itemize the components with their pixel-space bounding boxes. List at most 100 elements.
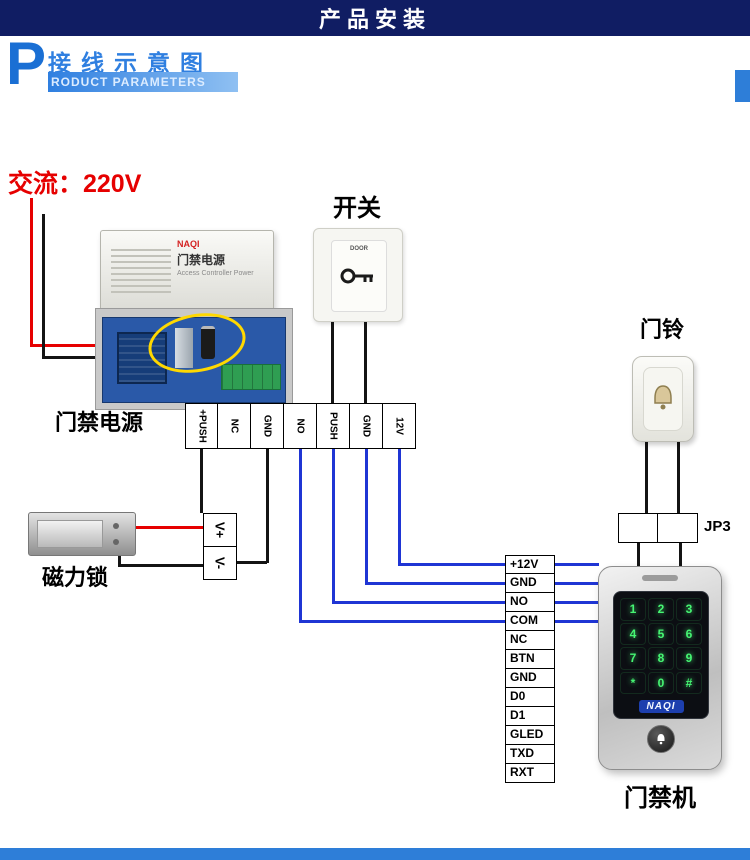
key-icon — [340, 268, 373, 284]
keypad-brand-badge: NAQI — [614, 696, 708, 714]
strip-row: TXD — [505, 745, 555, 764]
strip-row: +12V — [505, 555, 555, 574]
keypad-panel: 1 2 3 4 5 6 7 8 9 * 0 # NAQI — [613, 591, 709, 719]
wire-lock-red — [128, 526, 204, 529]
wire-no-v — [299, 449, 302, 623]
wire-gnd2-h — [365, 582, 505, 585]
access-keypad: 1 2 3 4 5 6 7 8 9 * 0 # NAQI — [598, 566, 722, 770]
v-plus-label: V+ — [212, 521, 228, 539]
power-supply-label: 门禁电源 — [55, 410, 144, 435]
lock-plate — [37, 520, 103, 548]
doorbell-inner — [643, 367, 683, 431]
wire-ac-black-h — [42, 356, 100, 359]
terminal-label: NO — [294, 418, 306, 434]
terminal-label: GND — [360, 414, 372, 438]
wire-bell-right — [677, 438, 680, 514]
section-subtitle: RODUCT PARAMETERS — [51, 75, 206, 89]
terminal-cell: PUSH — [317, 403, 350, 449]
wire-push2-v — [332, 449, 335, 604]
strip-row: NO — [505, 593, 555, 612]
keypad-label: 门禁机 — [624, 785, 696, 812]
wire-jp3-right — [679, 542, 682, 568]
bell-icon — [657, 734, 665, 745]
wire-push2-h — [332, 601, 505, 604]
psu-vents — [111, 249, 171, 295]
wire-12v-h — [398, 563, 505, 566]
magnetic-lock — [28, 512, 136, 556]
keypad-key-grid: 1 2 3 4 5 6 7 8 9 * 0 # — [619, 597, 703, 695]
keypad-key: 9 — [676, 647, 702, 670]
keypad-key: 2 — [648, 598, 674, 621]
keypad-key: 3 — [676, 598, 702, 621]
jp3-pin-right — [658, 513, 698, 543]
terminal-cell: GND — [350, 403, 383, 449]
psu-box-title: 门禁电源 — [177, 253, 226, 267]
psu-brand: NAQI — [177, 239, 200, 249]
switch-inner-plate: DOOR — [331, 240, 387, 312]
keypad-key: 7 — [620, 647, 646, 670]
lock-screw — [113, 539, 119, 545]
section-title: 接线示意图 — [48, 50, 213, 76]
wire-strip-keypad-4 — [553, 620, 599, 623]
ac-voltage-label: 交流：220V — [8, 170, 142, 198]
power-supply-box: NAQI 门禁电源 Access Controller Power — [100, 230, 274, 312]
psu-capacitor — [201, 326, 215, 359]
wire-strip-keypad-2 — [553, 582, 599, 585]
wire-lock-black-v — [118, 550, 121, 566]
strip-row: GND — [505, 669, 555, 688]
strip-row: NC — [505, 631, 555, 650]
terminal-cell: 12V — [383, 403, 416, 449]
psu-terminal-block — [221, 364, 281, 390]
keypad-key: 1 — [620, 598, 646, 621]
doorbell — [632, 356, 694, 442]
wire-switch-left — [331, 318, 334, 405]
wire-no-h — [299, 620, 505, 623]
keypad-key: 0 — [648, 671, 674, 694]
magnetic-lock-label: 磁力锁 — [42, 565, 109, 590]
terminal-cell: +PUSH — [185, 403, 218, 449]
wire-gnd2-v — [365, 449, 368, 585]
v-plus-terminal: V+ — [203, 513, 237, 547]
keypad-key: * — [620, 671, 646, 694]
psu-box-subtitle: Access Controller Power — [177, 270, 254, 277]
footer-accent-bar — [0, 848, 750, 860]
switch-label: 开关 — [333, 195, 381, 222]
keypad-speaker-slot — [642, 575, 678, 581]
wire-push-to-vplus — [200, 449, 203, 513]
strip-row: RXT — [505, 764, 555, 783]
lock-screw — [113, 523, 119, 529]
header-accent-square — [735, 70, 750, 102]
strip-row: GND — [505, 574, 555, 593]
psu-label-area: NAQI 门禁电源 Access Controller Power — [177, 239, 269, 303]
keypad-key: 6 — [676, 622, 702, 645]
keypad-key: 4 — [620, 622, 646, 645]
wire-switch-right — [364, 318, 367, 405]
keypad-terminal-strip: +12V GND NO COM NC BTN GND D0 D1 GLED TX… — [505, 555, 555, 783]
wire-jp3-left — [637, 542, 640, 568]
wire-lock-black-h — [118, 564, 205, 567]
jp3-pin-left — [618, 513, 658, 543]
terminal-label: NC — [228, 418, 240, 434]
keypad-key: # — [676, 671, 702, 694]
keypad-key: 8 — [648, 647, 674, 670]
bell-icon — [654, 385, 672, 410]
terminal-label: 12V — [393, 417, 405, 435]
wire-gnd-to-vminus-v — [266, 449, 269, 563]
exit-switch: DOOR — [313, 228, 403, 322]
doorbell-label: 门铃 — [640, 317, 685, 342]
keypad-key: 5 — [648, 622, 674, 645]
v-minus-terminal: V- — [203, 546, 237, 580]
banner-title: 产品安装 — [318, 7, 431, 32]
wire-strip-keypad-3 — [553, 601, 599, 604]
keypad-brand: NAQI — [638, 700, 684, 713]
header-letter-p: P — [6, 30, 47, 97]
strip-row: D0 — [505, 688, 555, 707]
jp3-label: JP3 — [704, 518, 731, 535]
wire-gnd-to-vminus-h — [236, 561, 267, 564]
psu-terminal-row: +PUSH NC GND NO PUSH GND 12V — [185, 403, 416, 449]
psu-transformer — [117, 332, 167, 384]
power-supply-chassis — [95, 308, 293, 410]
wire-ac-black-v — [42, 214, 45, 358]
wire-ac-red-v — [30, 198, 33, 346]
